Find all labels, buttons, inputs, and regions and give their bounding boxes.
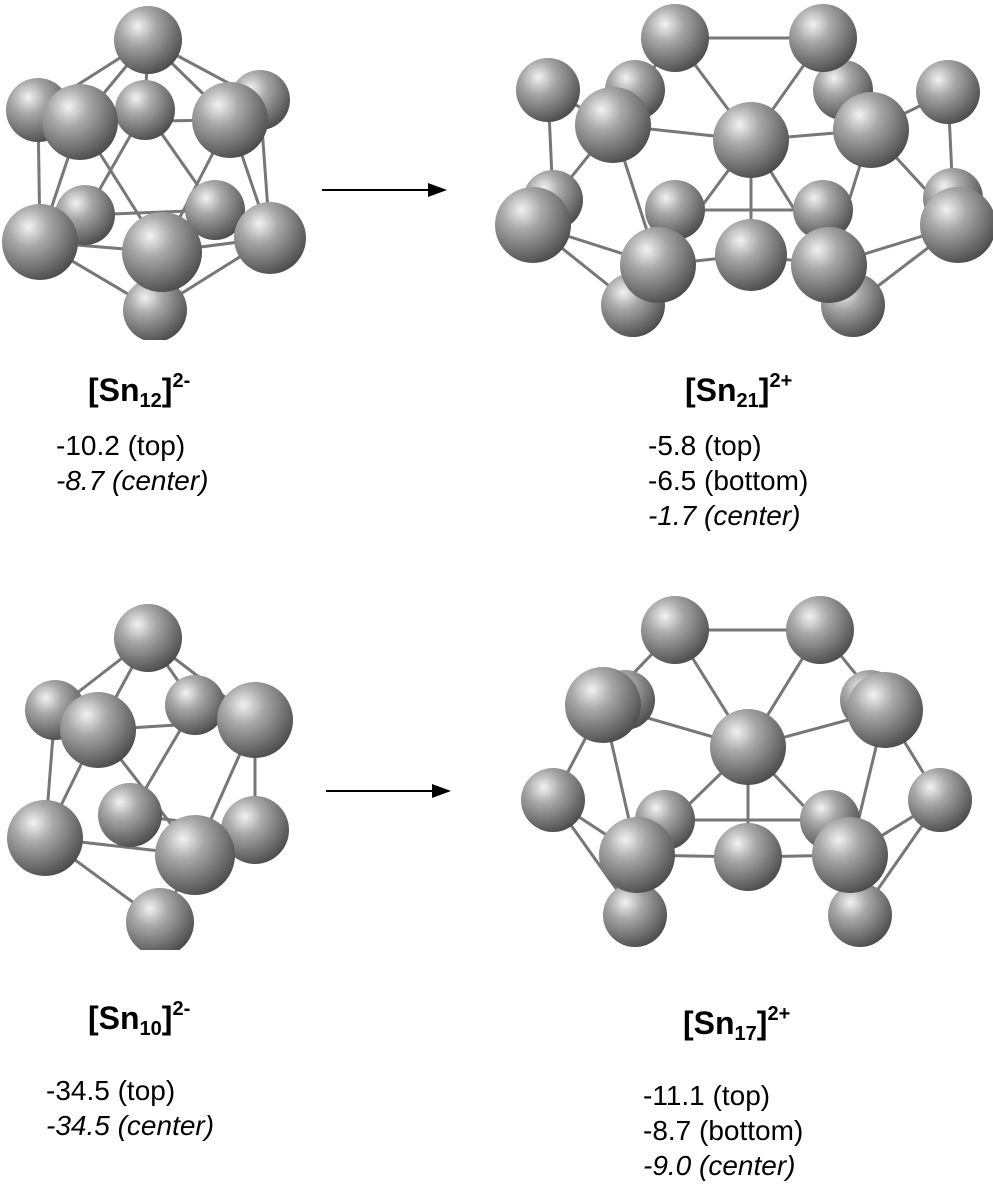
value-line: -34.5 (top) xyxy=(46,1075,176,1106)
reaction-arrow-bottom xyxy=(326,784,451,798)
element-symbol: Sn xyxy=(98,1000,140,1036)
element-symbol: Sn xyxy=(98,372,140,408)
sn17-formula-label: [Sn17]2+ xyxy=(683,1003,791,1045)
charge: 2+ xyxy=(769,370,793,392)
value-line: -8.7 (bottom) xyxy=(643,1115,804,1146)
value-line: -10.2 (top) xyxy=(56,430,186,461)
element-symbol: Sn xyxy=(693,1005,735,1041)
value-line: -5.8 (top) xyxy=(648,430,762,461)
atom-count: 10 xyxy=(139,1018,162,1040)
sn10-shift-values: -34.5 (top) -34.5 (center) xyxy=(46,1073,214,1143)
value-line: -1.7 (center) xyxy=(648,500,801,531)
charge: 2- xyxy=(172,998,191,1020)
sn12-shift-values: -10.2 (top) -8.7 (center) xyxy=(56,428,209,498)
sn21-shift-values: -5.8 (top) -6.5 (bottom) -1.7 (center) xyxy=(648,428,808,533)
sn17-cluster-model xyxy=(521,596,972,947)
atom-count: 17 xyxy=(734,1023,757,1045)
charge: 2- xyxy=(172,370,191,392)
sn17-shift-values: -11.1 (top) -8.7 (bottom) -9.0 (center) xyxy=(643,1078,803,1183)
sn12-cluster-model xyxy=(2,6,306,340)
sn12-formula-label: [Sn12]2- xyxy=(88,370,191,412)
atom-count: 21 xyxy=(736,390,759,412)
value-line: -9.0 (center) xyxy=(643,1150,796,1181)
sn10-formula-label: [Sn10]2- xyxy=(88,998,191,1040)
reaction-arrow-top xyxy=(322,183,447,197)
value-line: -6.5 (bottom) xyxy=(648,465,809,496)
value-line: -8.7 (center) xyxy=(56,465,209,496)
sn21-formula-label: [Sn21]2+ xyxy=(685,370,793,412)
atom-count: 12 xyxy=(139,390,162,412)
sn10-cluster-model xyxy=(7,604,293,950)
sn21-cluster-model xyxy=(495,4,993,337)
element-symbol: Sn xyxy=(695,372,737,408)
value-line: -11.1 (top) xyxy=(643,1080,771,1111)
value-line: -34.5 (center) xyxy=(46,1110,215,1141)
charge: 2+ xyxy=(767,1003,791,1025)
